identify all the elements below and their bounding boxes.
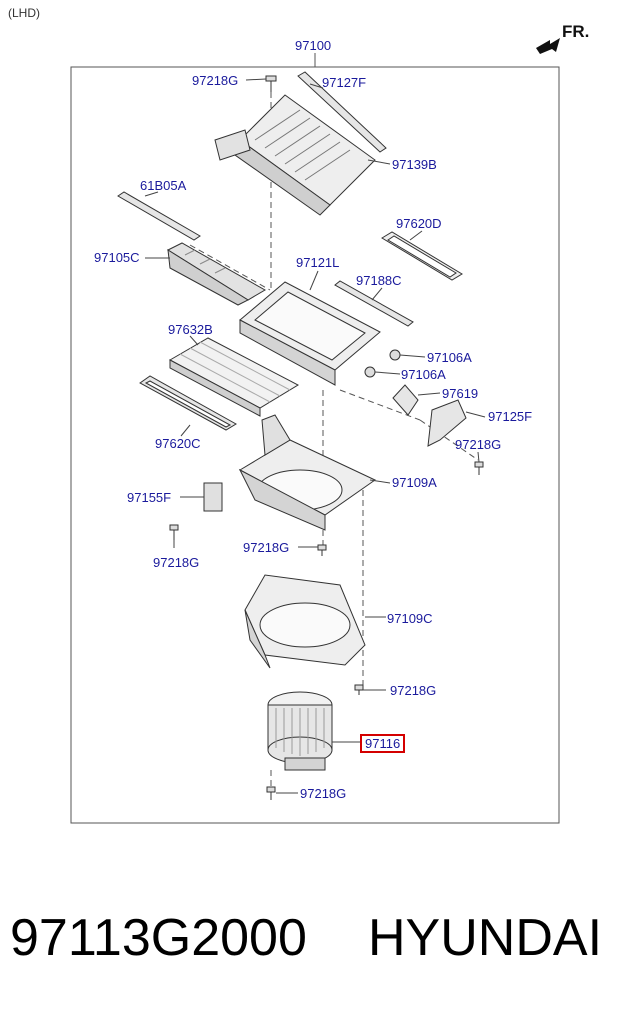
callout-label: 97106A: [427, 350, 472, 365]
filter-cover-part: [139, 375, 237, 431]
duct-part: [166, 242, 267, 306]
callout-assembly: 97100: [295, 38, 332, 53]
callout-label: 61B05A: [140, 178, 187, 193]
screw-part: [265, 75, 277, 92]
callout-label: 97121L: [296, 255, 340, 270]
callout-label: 97125F: [488, 409, 533, 424]
brand-name: HYUNDAI: [368, 909, 603, 967]
callout-label: 97632B: [168, 322, 213, 337]
callout-label: 97127F: [322, 75, 367, 90]
callout-label: 97109A: [392, 475, 437, 490]
callout-label: 97139B: [392, 157, 437, 172]
blower-motor-part: [267, 691, 333, 771]
callout-label: 97218G: [390, 683, 437, 698]
callout-label: 97218G: [243, 540, 290, 555]
front-arrow-icon: [536, 38, 560, 54]
variant-label: (LHD): [8, 6, 40, 20]
callout-label: 97218G: [300, 786, 347, 801]
screw-part: [169, 524, 364, 800]
direction-label: FR.: [562, 22, 590, 41]
actuator-part: [392, 384, 467, 447]
bracket-bar-part: [117, 191, 201, 241]
callout-label: 97155F: [127, 490, 172, 505]
callout-label: 97109C: [387, 611, 433, 626]
air-filter-part: [168, 337, 300, 417]
highlighted-callout: 97116: [360, 734, 406, 753]
callout-label: 97188C: [356, 273, 402, 288]
blower-case-lower-part: [244, 574, 366, 669]
seal-strip-part: [297, 71, 387, 153]
callout-label: 97218G: [455, 437, 502, 452]
callout-label: 97105C: [94, 250, 140, 265]
callout-label: 97106A: [401, 367, 446, 382]
upper-case-part: [214, 94, 376, 216]
callout-label: 97619: [442, 386, 479, 401]
callout-label: 97218G: [192, 73, 239, 88]
part-number: 97113G2000: [10, 909, 307, 967]
filter-cover-part: [381, 231, 463, 281]
callout-label: 97620D: [396, 216, 442, 231]
callout-label: 97218G: [153, 555, 200, 570]
callout-label: 97620C: [155, 436, 201, 451]
resistor-part: [203, 482, 223, 512]
clip-part: [364, 349, 401, 378]
housing-part: [239, 281, 381, 386]
blower-case-upper-part: [238, 414, 376, 531]
seal-strip-part: [334, 280, 414, 327]
screw-part: [474, 461, 484, 475]
